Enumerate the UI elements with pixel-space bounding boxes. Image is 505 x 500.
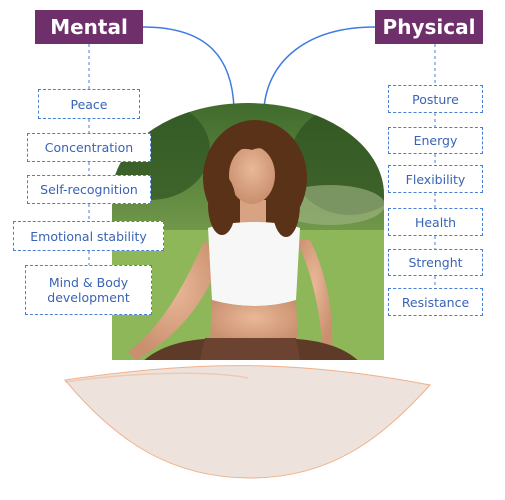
mental-item-peace: Peace [38,89,140,119]
mental-item-emotional-stability: Emotional stability [13,221,164,251]
mental-connector [142,26,235,109]
physical-item-resistance: Resistance [388,288,483,316]
physical-item-posture: Posture [388,85,483,113]
physical-item-energy: Energy [388,127,483,154]
mental-header: Mental [35,10,143,44]
physical-item-health: Health [388,208,483,236]
mental-item-concentration: Concentration [27,133,151,162]
physical-item-flexibility: Flexibility [388,165,483,193]
physical-header: Physical [375,10,483,44]
physical-connector [263,26,376,109]
mental-item-self-recognition: Self-recognition [27,175,151,204]
physical-item-strenght: Strenght [388,249,483,276]
mental-item-mind-body: Mind & Body development [25,265,152,315]
base-curve [64,365,431,479]
